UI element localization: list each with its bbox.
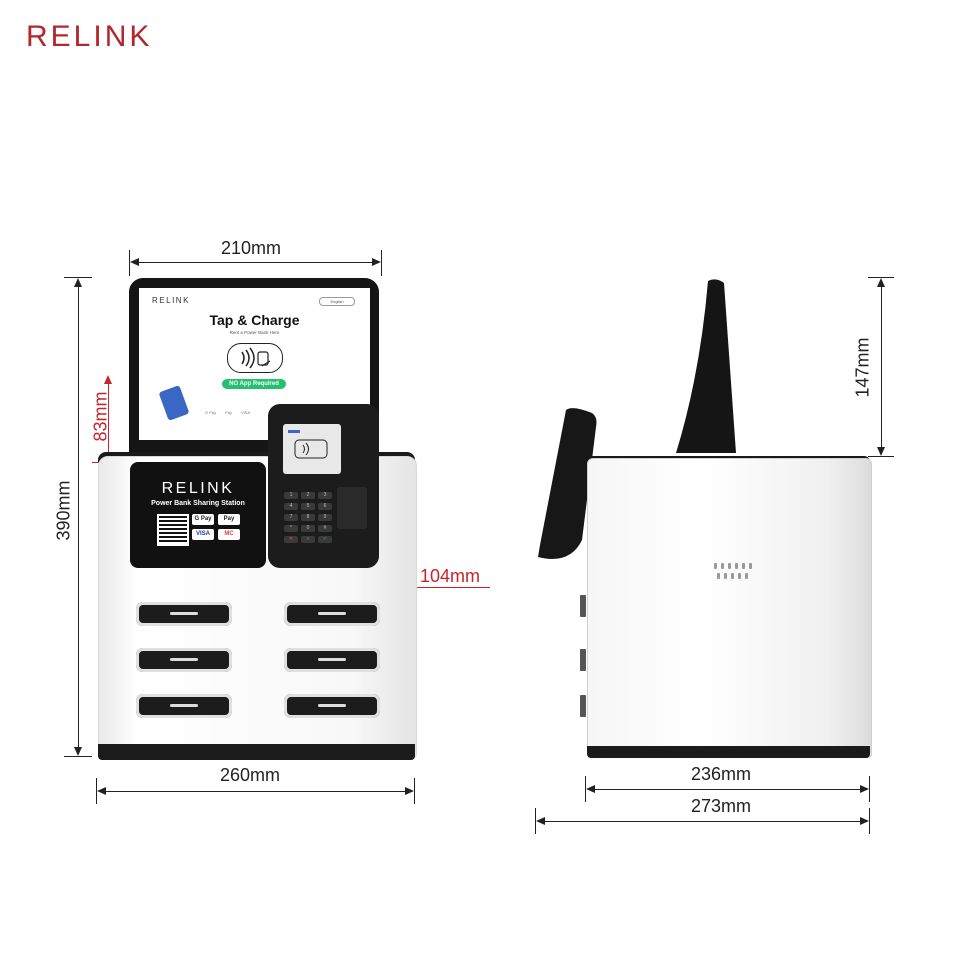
key: 3 (318, 492, 332, 499)
pin-keypad: 1 2 3 4 5 6 7 8 9 * 0 # ✕ ‹ ✓ (284, 492, 354, 550)
power-bank-slot (136, 602, 232, 626)
pay-method: G Pay (205, 410, 217, 415)
key: 2 (301, 492, 315, 499)
no-app-badge: NO App Required (222, 379, 286, 389)
key: # (318, 525, 332, 532)
dim-label-236: 236mm (691, 764, 752, 784)
sticker-subtitle: Power Bank Sharing Station (151, 500, 245, 507)
key: * (284, 525, 298, 532)
phone-icon (158, 385, 190, 421)
card-slot (337, 487, 367, 529)
key: 0 (301, 525, 315, 532)
gpay-badge: G Pay (192, 514, 214, 525)
cancel-key: ✕ (284, 536, 298, 543)
key: 7 (284, 514, 298, 521)
speaker-vent-icon (712, 561, 756, 587)
visa-badge: VISA (192, 529, 214, 540)
dim-label-390: 390mm (53, 480, 74, 541)
screen-headline: Tap & Charge (209, 312, 300, 328)
screen-pay-methods: G Pay Pay VISA (205, 410, 275, 415)
qr-code-icon (157, 514, 189, 546)
power-bank-slot (284, 648, 380, 672)
applepay-badge: Pay (218, 514, 240, 525)
side-base (587, 746, 870, 758)
brand-logo: RELINK (26, 20, 153, 53)
front-display: RELINK English Tap & Charge Rent a Power… (139, 288, 370, 440)
screen-subline: Rent a Power Bank Here (229, 330, 280, 335)
contactless-icon (227, 343, 283, 373)
card-reader-screen (283, 424, 341, 474)
key: 9 (318, 514, 332, 521)
key: 4 (284, 503, 298, 510)
mastercard-badge: MC (218, 529, 240, 540)
key: 6 (318, 503, 332, 510)
sticker-panel: RELINK Power Bank Sharing Station G Pay … (130, 462, 266, 568)
front-base (98, 744, 415, 760)
sticker-brand: RELINK (161, 480, 235, 497)
side-display-and-reader (538, 279, 736, 559)
dim-label-147: 147mm (852, 337, 873, 398)
key: 1 (284, 492, 298, 499)
key: 5 (301, 503, 315, 510)
dim-label-210: 210mm (221, 238, 282, 258)
dim-label-104: 104mm (420, 566, 481, 586)
power-bank-slot (284, 602, 380, 626)
screen-logo: RELINK (152, 296, 190, 305)
language-selector: English (319, 297, 355, 306)
dim-label-260: 260mm (220, 765, 281, 785)
power-bank-slot (136, 648, 232, 672)
side-body (587, 458, 872, 758)
side-slot-edges (580, 595, 586, 735)
pay-method: VISA (241, 410, 251, 415)
enter-key: ✓ (318, 536, 332, 543)
dim-label-273: 273mm (691, 796, 752, 816)
clear-key: ‹ (301, 536, 315, 543)
power-bank-slot (136, 694, 232, 718)
key: 8 (301, 514, 315, 521)
dim-label-83: 83mm (90, 391, 111, 442)
pay-method: Pay (225, 410, 233, 415)
power-bank-slot (284, 694, 380, 718)
